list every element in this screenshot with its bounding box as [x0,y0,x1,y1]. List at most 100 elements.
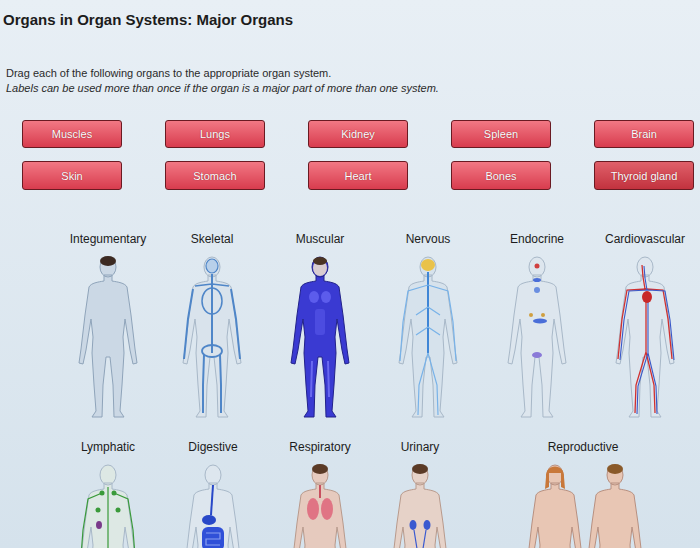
respiratory-figure [291,464,349,548]
chest-muscle [309,291,319,303]
body-outline [79,257,137,417]
body-outline [183,257,241,417]
endocrine-figure [508,257,566,417]
arm-bones [184,289,240,359]
organ-label-button: Spleen [451,120,551,148]
skull [206,259,218,273]
kidney [410,520,417,530]
heart [642,291,652,303]
adrenal [529,313,533,317]
organ-label-button: Lungs [165,120,265,148]
lymph-nodes [96,491,121,548]
cardiovascular-figure [616,257,674,417]
organ-name: Kidney [341,128,375,140]
intestine-coils [206,533,220,545]
abdominal-muscle [315,309,325,335]
pituitary [535,264,540,269]
pancreas [533,319,547,324]
leg-muscles [311,361,329,397]
system-name: Nervous [406,232,451,246]
veins [620,266,674,414]
intestines [202,527,224,548]
nerves [400,285,456,415]
instruction-text: Labels can be used more than once if the… [6,82,439,94]
reproductive-figure-male [586,464,644,548]
integumentary-figure [79,256,137,417]
stomach [202,515,216,525]
page-title: Organs in Organ Systems: Major Organs [3,11,293,28]
adrenal [541,313,545,317]
body-outline [184,465,242,548]
body-outline [616,257,674,417]
body-outline [399,257,457,417]
ribs [202,288,222,314]
clavicles [195,284,229,286]
spleen [96,521,102,529]
skeletal-figure [183,257,241,417]
reproductive-figure-female [526,465,584,548]
lymph-vessels [80,487,136,548]
organ-name: Heart [345,170,372,182]
hair [607,464,623,474]
system-name: Lymphatic [81,440,135,454]
lung [321,498,333,520]
lymphatic-figure [79,465,137,548]
kidney [424,520,431,530]
organ-name: Thyroid gland [611,170,678,182]
urinary-figure [391,464,449,548]
leg-bones [203,355,221,413]
system-name: Respiratory [289,440,350,454]
hair [100,256,116,266]
ureters [414,530,426,548]
arteries [618,265,672,413]
organ-name: Bones [485,170,516,182]
body-outline [79,465,137,548]
hair [412,464,428,474]
pelvis [202,345,222,357]
chest-muscle [321,291,331,303]
organ-name: Brain [631,128,657,140]
organ-label-button: Skin [22,161,122,190]
system-name: Digestive [188,440,237,454]
organ-label-button: Kidney [308,120,408,148]
organ-name: Skin [61,170,82,182]
organ-label-button: Stomach [165,161,265,190]
system-name: Cardiovascular [605,232,685,246]
body-outline [586,465,644,548]
organ-label-button: Heart [308,161,408,190]
system-name: Urinary [401,440,440,454]
instruction-text: Drag each of the following organs to the… [6,67,331,79]
organ-label-button: Bones [451,161,551,190]
body-outline [391,465,449,548]
thyroid [533,278,541,282]
system-name: Integumentary [70,232,147,246]
organ-label-button: Thyroid gland [594,161,694,190]
thymus [534,287,540,293]
spinal-cord [427,272,429,353]
hair [545,467,565,490]
gonads [532,352,542,358]
lung [307,498,319,520]
nervous-figure [399,257,457,417]
system-name: Skeletal [191,232,234,246]
body-outline [526,465,584,548]
system-name: Reproductive [548,440,619,454]
organ-name: Lungs [200,128,230,140]
hair [312,464,328,474]
body-outline [508,257,566,417]
organ-name: Spleen [484,128,518,140]
brain [421,259,435,271]
hair [313,257,327,265]
organ-name: Muscles [52,128,92,140]
organ-label-button: Muscles [22,120,122,148]
esophagus [211,485,213,515]
body-outline [291,465,349,548]
body-outline [291,257,349,417]
organ-label-button: Brain [594,120,694,148]
muscular-figure [291,257,349,417]
system-name: Muscular [296,232,345,246]
system-name: Endocrine [510,232,564,246]
organ-name: Stomach [193,170,236,182]
